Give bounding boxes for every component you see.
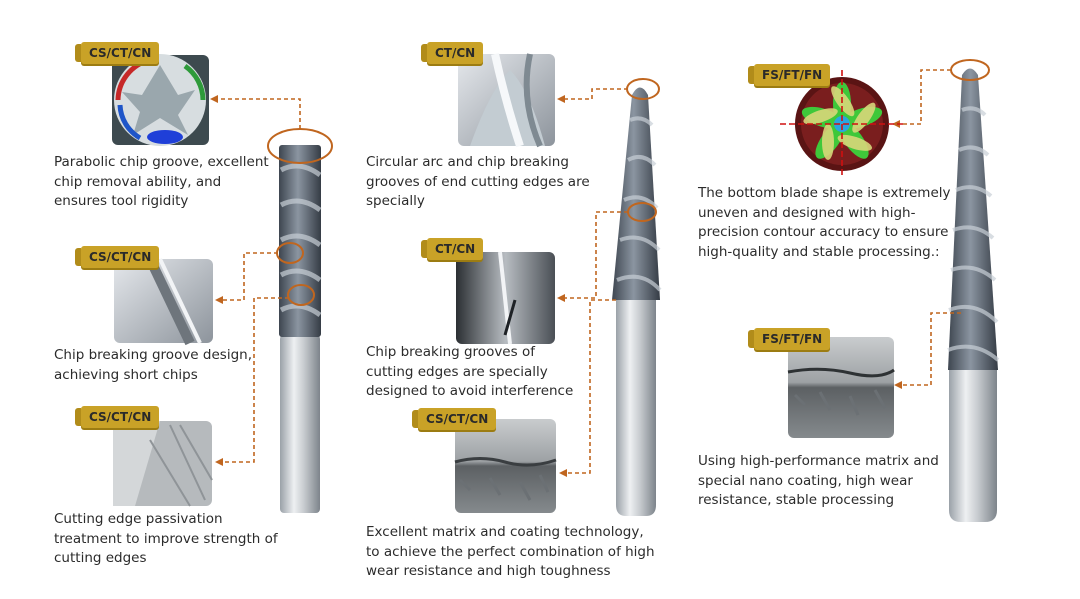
- tag-series-2b: CT/CN: [420, 238, 484, 260]
- caption-line: ensures tool rigidity: [54, 193, 189, 209]
- tag-series-3a: FS/FT/FN: [747, 64, 831, 86]
- end-mill-tool-2: [612, 87, 662, 516]
- caption-line: high-quality and stable processing.:: [698, 243, 940, 260]
- thumb-edge-passivation: [113, 421, 213, 507]
- end-mill-tool-3: [947, 68, 1000, 522]
- thumb-matrix-coating: [454, 419, 557, 513]
- caption-line: Excellent matrix and coating technology,: [366, 524, 644, 540]
- end-mill-tool-1: [279, 145, 322, 513]
- thumb-chip-breaking-groove: [114, 256, 213, 346]
- caption-parabolic-groove: Parabolic chip groove, excellent chip re…: [54, 153, 269, 212]
- tag-series-3b: FS/FT/FN: [747, 328, 831, 350]
- caption-matrix-coating: Excellent matrix and coating technology,…: [366, 523, 655, 582]
- caption-line: Circular arc and chip breaking: [366, 154, 569, 170]
- caption-line: treatment to improve strength of: [54, 530, 278, 547]
- thumb-bottom-blade: [780, 70, 904, 178]
- caption-line: specially: [366, 193, 425, 209]
- caption-line: achieving short chips: [54, 366, 198, 383]
- caption-line: Using high-performance matrix and: [698, 453, 939, 469]
- caption-line: uneven and designed with high-: [698, 204, 916, 221]
- tag-series-1a: CS/CT/CN: [74, 42, 160, 64]
- caption-line: cutting edges: [54, 550, 147, 566]
- caption-nano-coating: Using high-performance matrix and specia…: [698, 452, 939, 511]
- thumb-end-cutting-edge: [458, 53, 555, 148]
- thumb-nano-coating: [787, 337, 895, 438]
- caption-line: The bottom blade shape is extremely: [698, 185, 951, 201]
- caption-edge-passivation: Cutting edge passivation treatment to im…: [54, 510, 278, 569]
- caption-bottom-blade: The bottom blade shape is extremely unev…: [698, 184, 951, 262]
- thumb-chip-breaking-interference: [456, 251, 555, 345]
- caption-avoid-interference: Chip breaking grooves of cutting edges a…: [366, 343, 573, 402]
- caption-line: designed to avoid interference: [366, 383, 574, 399]
- thumb-chip-groove-section: [112, 54, 209, 146]
- caption-line: special nano coating, high wear: [698, 472, 913, 489]
- caption-line: resistance, stable processing: [698, 492, 895, 508]
- tag-series-2a: CT/CN: [420, 42, 484, 64]
- caption-line: Cutting edge passivation: [54, 511, 223, 527]
- tag-series-1c: CS/CT/CN: [74, 406, 160, 428]
- caption-line: cutting edges are specially: [366, 363, 548, 380]
- caption-line: wear resistance and high toughness: [366, 563, 611, 579]
- caption-line: Chip breaking groove design,: [54, 347, 252, 363]
- caption-line: chip removal ability, and: [54, 173, 222, 190]
- caption-chip-breaking-design: Chip breaking groove design, achieving s…: [54, 346, 252, 385]
- tag-series-2c: CS/CT/CN: [411, 408, 497, 430]
- caption-line: precision contour accuracy to ensure: [698, 224, 949, 240]
- tag-series-1b: CS/CT/CN: [74, 246, 160, 268]
- caption-line: Parabolic chip groove, excellent: [54, 154, 269, 170]
- caption-circular-arc: Circular arc and chip breaking grooves o…: [366, 153, 590, 212]
- caption-line: grooves of end cutting edges are: [366, 173, 590, 190]
- caption-line: to achieve the perfect combination of hi…: [366, 543, 655, 560]
- caption-line: Chip breaking grooves of: [366, 344, 535, 360]
